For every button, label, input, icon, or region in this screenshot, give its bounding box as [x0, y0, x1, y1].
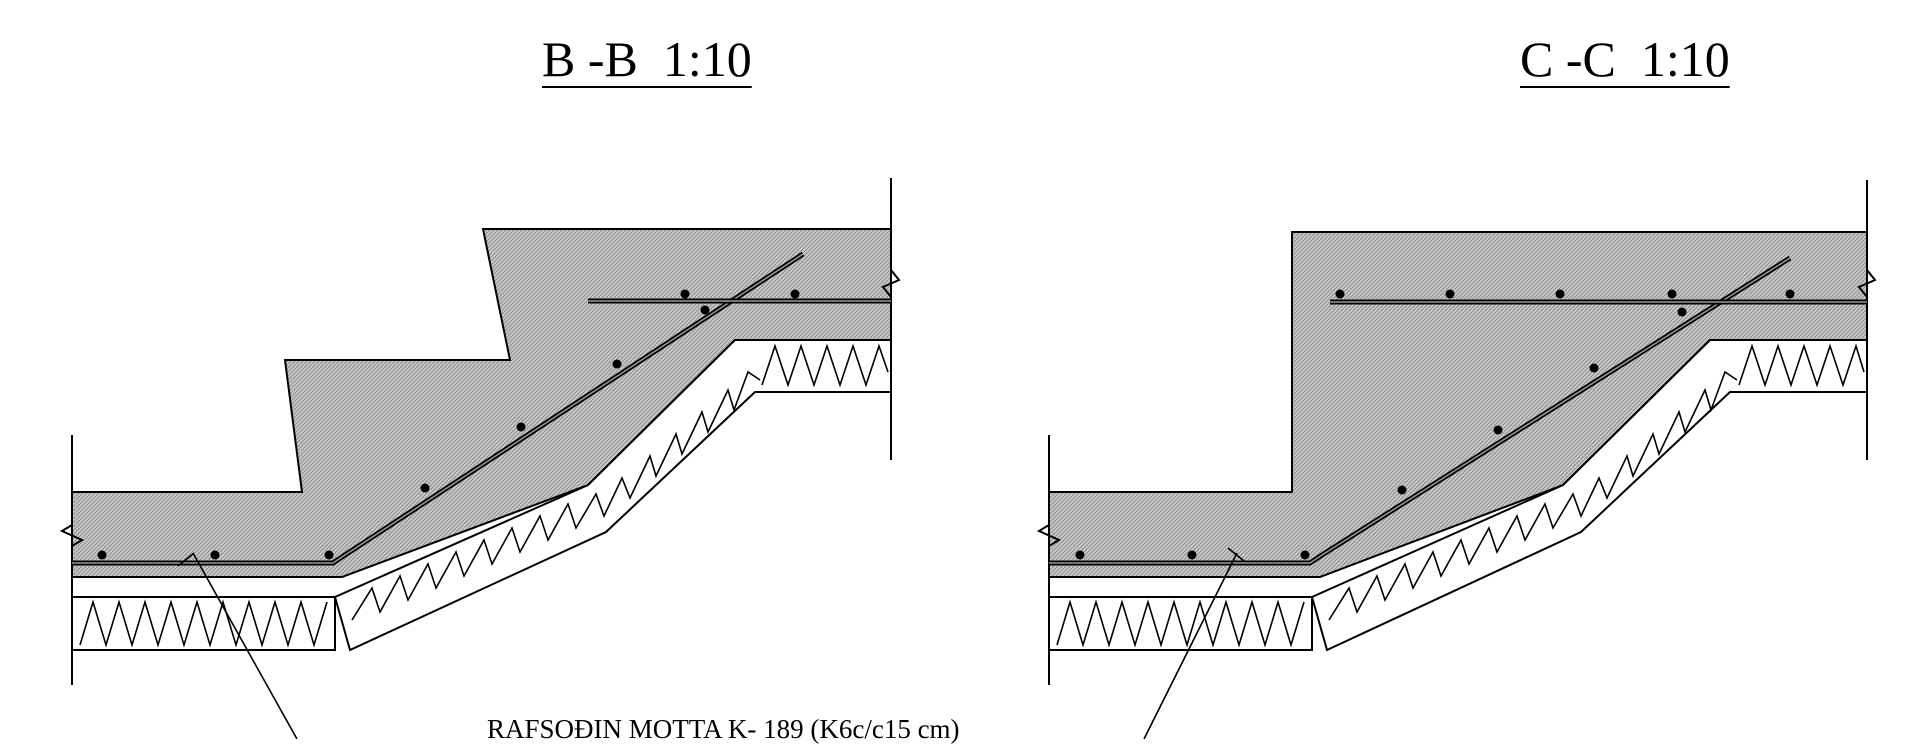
rebar-dots-c	[1075, 289, 1795, 560]
break-mark-left-c	[1036, 524, 1062, 547]
insulation-wave-c	[1056, 599, 1305, 648]
section-c-c	[1036, 180, 1877, 685]
break-mark-right	[881, 269, 901, 298]
section-title-b-b: B -B 1:10	[542, 31, 752, 87]
rebar-lower-b-inner	[72, 253, 804, 564]
leader-lines	[177, 547, 1245, 739]
break-mark-left	[59, 524, 85, 547]
rebar-lower-c-inner	[1049, 257, 1791, 564]
insulation-slope-b	[333, 339, 892, 652]
insulation-top-wave-b	[761, 343, 889, 388]
rebar-dots-b	[97, 289, 800, 560]
insulation-slope-wave-b	[351, 370, 761, 621]
insulation-slope-wave-c	[1328, 370, 1738, 621]
insulation-slope-c	[1310, 339, 1868, 652]
insulation-top-wave-c	[1738, 343, 1865, 388]
section-b-b	[59, 178, 901, 685]
concrete-stair-c	[1048, 231, 1868, 578]
break-mark-right-c	[1857, 269, 1877, 298]
concrete-stair-b	[71, 228, 892, 578]
insulation-wave-b	[79, 599, 328, 648]
section-title-c-c: C -C 1:10	[1520, 31, 1730, 87]
rebar-mesh-annotation: RAFSOÐIN MOTTA K- 189 (K6c/c15 cm)	[487, 714, 960, 744]
